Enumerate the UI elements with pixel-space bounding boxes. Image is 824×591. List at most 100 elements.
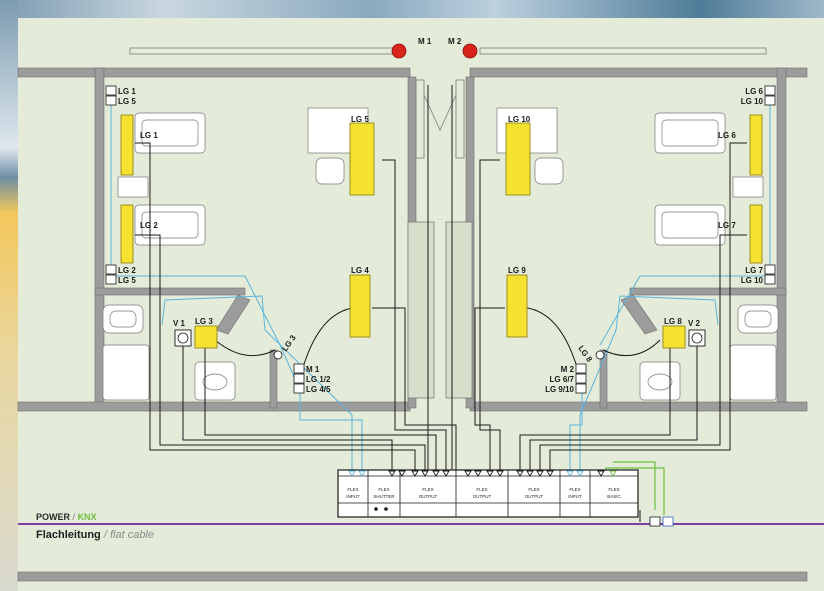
motor-m1-icon: [391, 43, 407, 59]
nightstand-right: [732, 176, 764, 198]
bath-wall-right: [629, 287, 787, 296]
label-lg2: LG 2: [140, 221, 158, 230]
cable-lg8-arc: [602, 339, 661, 357]
module-name: FLEX: [569, 487, 580, 492]
valve-v2: V 2: [688, 319, 706, 347]
bed-left-top: [134, 112, 206, 154]
sensor-line-right-d: [569, 392, 583, 470]
switch-right-bottom: LG 7 LG 10: [741, 264, 776, 285]
cable-lg10: [479, 159, 501, 470]
knx-line-a: [613, 461, 656, 510]
label-lg6: LG 6: [718, 131, 736, 140]
switch-icon: [575, 383, 587, 394]
switch-left-bottom: LG 2 LG 5: [105, 264, 136, 285]
module-name: FLEX: [608, 487, 619, 492]
shower-left: [102, 344, 150, 401]
valve-v1-label: V 1: [173, 319, 186, 328]
module-name: FLEX: [378, 487, 389, 492]
sink-left: [102, 304, 144, 334]
switch-right-center-label-3: LG 9/10: [545, 385, 574, 394]
bath-door-wall-left: [269, 349, 278, 409]
switch-icon: [575, 373, 587, 384]
switch-icon: [764, 95, 776, 106]
label-lg5: LG 5: [351, 115, 369, 124]
valve-v1-icon: [174, 329, 192, 347]
switch-left-bottom-label-2: LG 5: [118, 276, 136, 285]
switch-left-center-label-2: LG 1/2: [306, 375, 331, 384]
shutter-led-1: [374, 507, 378, 511]
switch-right-top: LG 6 LG 10: [741, 85, 776, 106]
top-wall-left: [17, 67, 411, 78]
valve-v2-label: V 2: [688, 319, 701, 328]
module-type: OUTPUT: [525, 494, 544, 499]
luminaire-lg4: [349, 274, 371, 338]
terminal-arrow: [421, 470, 429, 477]
cable-lg4: [372, 307, 457, 470]
sink-left-basin: [109, 310, 137, 328]
terminal-arrow: [474, 470, 482, 477]
bed-right-bottom: [654, 204, 726, 246]
terminal-arrow: [442, 470, 450, 477]
switch-icon: [105, 264, 117, 275]
toilet-left-bowl: [202, 373, 228, 391]
switch-icon: [293, 363, 305, 374]
switch-right-bottom-label-2: LG 10: [741, 276, 764, 285]
switch-icon: [105, 274, 117, 285]
switch-left-center-label-3: LG 4/5: [306, 385, 331, 394]
module-name: FLEX: [347, 487, 358, 492]
bed-right-top: [654, 112, 726, 154]
luminaire-lg5: [349, 122, 375, 196]
label-lg8-box: LG 8: [664, 317, 682, 326]
luminaire-lg3-box: [194, 325, 218, 349]
motor-m2-label: M 2: [448, 37, 462, 46]
header-photo-strip: [0, 0, 824, 18]
switch-left-center: M 1 LG 1/2 LG 4/5: [293, 363, 331, 394]
label-lg3-ceiling: LG 3: [280, 333, 298, 353]
switch-left-top-label-2: LG 5: [118, 97, 136, 106]
luminaires: [120, 114, 763, 349]
terminal-arrow: [348, 470, 356, 477]
legend-power-word: POWER: [36, 512, 71, 522]
valve-v1: V 1: [173, 319, 192, 347]
ceiling-lamp-lg8: [595, 350, 605, 360]
motor-m1-label: M 1: [418, 37, 432, 46]
valve-v2-icon: [688, 329, 706, 347]
module-type: BASIC: [607, 494, 621, 499]
switch-icon: [105, 85, 117, 96]
module-name: FLEX: [476, 487, 487, 492]
knx-terminal-b: [662, 516, 674, 527]
knx-line-b: [605, 467, 665, 515]
glass-panel-left: [407, 221, 435, 399]
terminal-arrow: [609, 470, 617, 477]
legend-flat-cable-de: Flachleitung: [36, 529, 101, 541]
terminal-arrow: [432, 470, 440, 477]
module-type: OUTPUT: [473, 494, 492, 499]
cable-lg1: [135, 142, 416, 470]
module-type: OUTPUT: [419, 494, 438, 499]
cable-lg7: [539, 234, 747, 470]
label-lg3-box: LG 3: [195, 317, 213, 326]
bed-left-top-inner: [141, 119, 199, 147]
terminal-arrow: [398, 470, 406, 477]
toilet-left: [194, 361, 236, 401]
ceiling-lamp-lg3: [273, 350, 283, 360]
switch-icon: [575, 363, 587, 374]
label-lg9: LG 9: [508, 266, 526, 275]
bath-angle-right: [620, 294, 658, 335]
cable-v1: [182, 345, 393, 470]
luminaire-lg2: [120, 204, 134, 264]
shower-right: [729, 344, 777, 401]
nightstand-left: [117, 176, 149, 198]
module-name: FLEX: [422, 487, 433, 492]
switch-left-center-label-1: M 1: [306, 365, 320, 374]
legend-flat-cable: Flachleitung / flat cable: [36, 529, 154, 541]
luminaire-lg10: [505, 122, 531, 196]
sensor-lines: [110, 100, 771, 470]
side-photo-strip: [0, 0, 18, 591]
terminal-arrow: [464, 470, 472, 477]
cable-lg3-box: [204, 345, 437, 470]
switch-left-bottom-label-1: LG 2: [118, 266, 136, 275]
door-rail-left: [129, 47, 401, 55]
flex-controller: FLEXINPUTFLEXSHUTTERFLEXOUTPUTFLEXOUTPUT…: [337, 469, 639, 518]
door-leaf-left: [415, 79, 425, 159]
